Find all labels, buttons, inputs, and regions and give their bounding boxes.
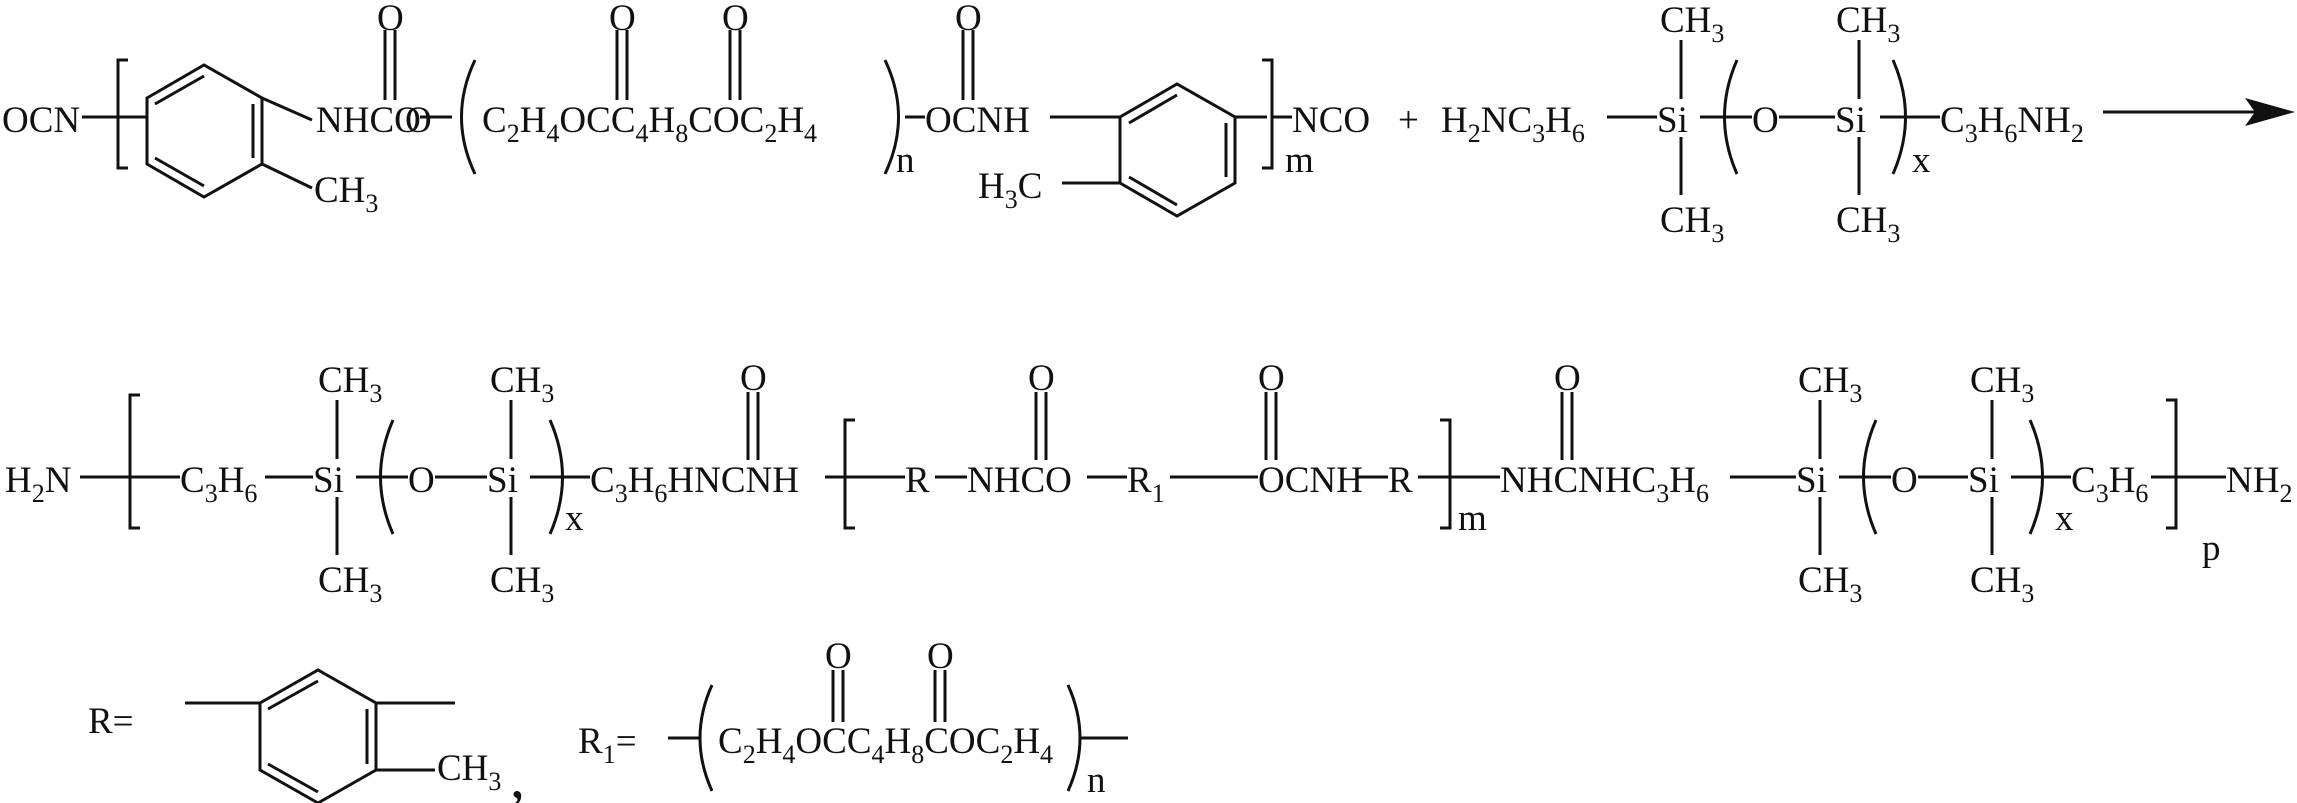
r-ring-double-bond-a — [267, 679, 319, 711]
silicon-2-text: Si — [1835, 100, 1866, 141]
product: H2N C3H6 Si CH3 CH3 O Si CH3 CH3 x C3H6H… — [5, 358, 2292, 608]
urethane-1-ester-oxygen: O — [405, 100, 432, 141]
product-silicon-3: Si — [1796, 460, 1827, 501]
r1-repeat-n: n — [1087, 760, 1106, 801]
ring2-methyl-text: H3C — [978, 166, 1042, 214]
urea-1-oxygen: O — [740, 358, 767, 399]
bracket-m-close — [1262, 58, 1274, 170]
product-r1: R1 — [1127, 460, 1165, 508]
product-paren-x1-close — [548, 419, 564, 535]
product-siloxane-oxygen-2: O — [1891, 460, 1918, 501]
urethane-2-oxygen: O — [955, 0, 982, 39]
r-definition-label: R= — [88, 701, 134, 742]
product-silicon-4: Si — [1968, 460, 1999, 501]
ring2-double-bond-a — [1128, 93, 1178, 125]
reaction-arrow-head — [2245, 98, 2295, 126]
r1-paren-open — [698, 684, 714, 792]
r1-definition-label: R1= — [578, 721, 637, 769]
product-urea-1: C3H6HNCNH — [590, 460, 799, 508]
product-si4-methyl-top: CH3 — [1970, 360, 2034, 408]
product-si1-methyl-top: CH3 — [318, 360, 382, 408]
bracket-m-open-product — [843, 418, 855, 530]
bracket-p-open — [128, 393, 140, 530]
plus-sign: + — [1398, 100, 1419, 141]
si2-methyl-top: CH3 — [1836, 0, 1900, 48]
repeat-x-text: x — [1912, 140, 1931, 181]
reaction-arrow — [2103, 98, 2295, 126]
product-propyl-2: C3H6 — [2071, 460, 2148, 508]
r1-oxygen-2: O — [927, 636, 954, 677]
urethane-2-text: OCNH — [925, 100, 1030, 141]
bracket-p-close — [2166, 398, 2178, 530]
ocnh-oxygen: O — [1258, 358, 1285, 399]
bracket-m-close-product — [1440, 418, 1452, 530]
product-siloxane-oxygen-1: O — [408, 460, 435, 501]
product-silicon-2: Si — [487, 460, 518, 501]
ring1-methyl-text: CH3 — [314, 170, 378, 218]
silicon-1-text: Si — [1657, 100, 1688, 141]
paren-x-close — [1891, 59, 1907, 175]
r-methyl-text: CH3 — [437, 748, 501, 796]
product-repeat-p: p — [2202, 528, 2221, 569]
product-repeat-x-2: x — [2055, 498, 2074, 539]
product-si4-methyl-bottom: CH3 — [1970, 560, 2034, 608]
bond-ring1-ch3 — [261, 162, 313, 190]
benzene-ring-1 — [145, 63, 264, 199]
product-amine-right: NH2 — [2226, 460, 2292, 508]
product-urea-2: NHCNHC3H6 — [1500, 460, 1709, 508]
si2-methyl-bottom: CH3 — [1836, 200, 1900, 248]
r1-oxygen-1: O — [825, 636, 852, 677]
ester-oxygen-2: O — [722, 0, 749, 39]
reactant-2: H2NC3H6 Si CH3 CH3 O Si CH3 CH3 x C3H6NH… — [1441, 0, 2084, 248]
benzene-ring-2 — [1118, 82, 1237, 218]
nhco-oxygen: O — [1028, 358, 1055, 399]
product-si2-methyl-top: CH3 — [490, 360, 554, 408]
product-r-1: R — [905, 460, 930, 501]
ring2-double-bond-c — [1128, 175, 1178, 207]
ester-oxygen-1: O — [609, 0, 636, 39]
r-benzene-ring — [258, 668, 378, 803]
r-ring-double-bond-c — [267, 762, 319, 794]
urethane-1-oxygen: O — [377, 0, 404, 39]
product-si3-methyl-top: CH3 — [1798, 360, 1862, 408]
product-silicon-1: Si — [313, 460, 344, 501]
aminopropyl-right-text: C3H6NH2 — [1940, 100, 2084, 148]
product-si3-methyl-bottom: CH3 — [1798, 560, 1862, 608]
product-ocnh: OCNH — [1258, 460, 1363, 501]
si1-methyl-top: CH3 — [1660, 0, 1724, 48]
product-repeat-m: m — [1458, 498, 1487, 539]
paren-n-close — [883, 59, 900, 175]
product-paren-x2-close — [2028, 419, 2044, 535]
product-paren-x2-open — [1862, 419, 1878, 535]
repeat-n-text: n — [896, 140, 915, 181]
repeat-m-text: m — [1285, 140, 1314, 181]
product-propyl-1: C3H6 — [180, 460, 257, 508]
bracket-m-open — [116, 58, 128, 170]
ring1-double-bond-c — [154, 156, 205, 188]
ocn-left-text: OCN — [2, 100, 80, 141]
nco-right-text: NCO — [1292, 100, 1370, 141]
product-r-2: R — [1388, 460, 1413, 501]
r1-chain-text: C2H4OCC4H8COC2H4 — [718, 721, 1053, 769]
product-si1-methyl-bottom: CH3 — [318, 560, 382, 608]
si1-methyl-bottom: CH3 — [1660, 200, 1724, 248]
product-nhco: NHCO — [967, 460, 1072, 501]
ring1-double-bond-a — [154, 74, 205, 106]
product-repeat-x-1: x — [565, 498, 584, 539]
definitions: R= CH3 , R1= C2H4OCC4H8COC2H4 O O n — [88, 636, 1128, 803]
definition-comma: , — [510, 744, 525, 803]
bond-ring1-nh — [261, 96, 313, 122]
product-si2-methyl-bottom: CH3 — [490, 560, 554, 608]
reactant-1: OCN CH3 NHCO O O C2H4OCC4H8COC2H4 O O n … — [2, 0, 1370, 218]
siloxane-oxygen-text: O — [1752, 100, 1779, 141]
ester-chain-text: C2H4OCC4H8COC2H4 — [482, 100, 817, 148]
urethane-1-text: NHCO — [316, 100, 421, 141]
product-amine-left: H2N — [5, 460, 71, 508]
aminopropyl-left-text: H2NC3H6 — [1441, 100, 1585, 148]
paren-n-open — [460, 59, 477, 175]
product-paren-x1-open — [379, 419, 395, 535]
urea-2-oxygen: O — [1554, 358, 1581, 399]
r1-paren-close — [1066, 684, 1082, 792]
